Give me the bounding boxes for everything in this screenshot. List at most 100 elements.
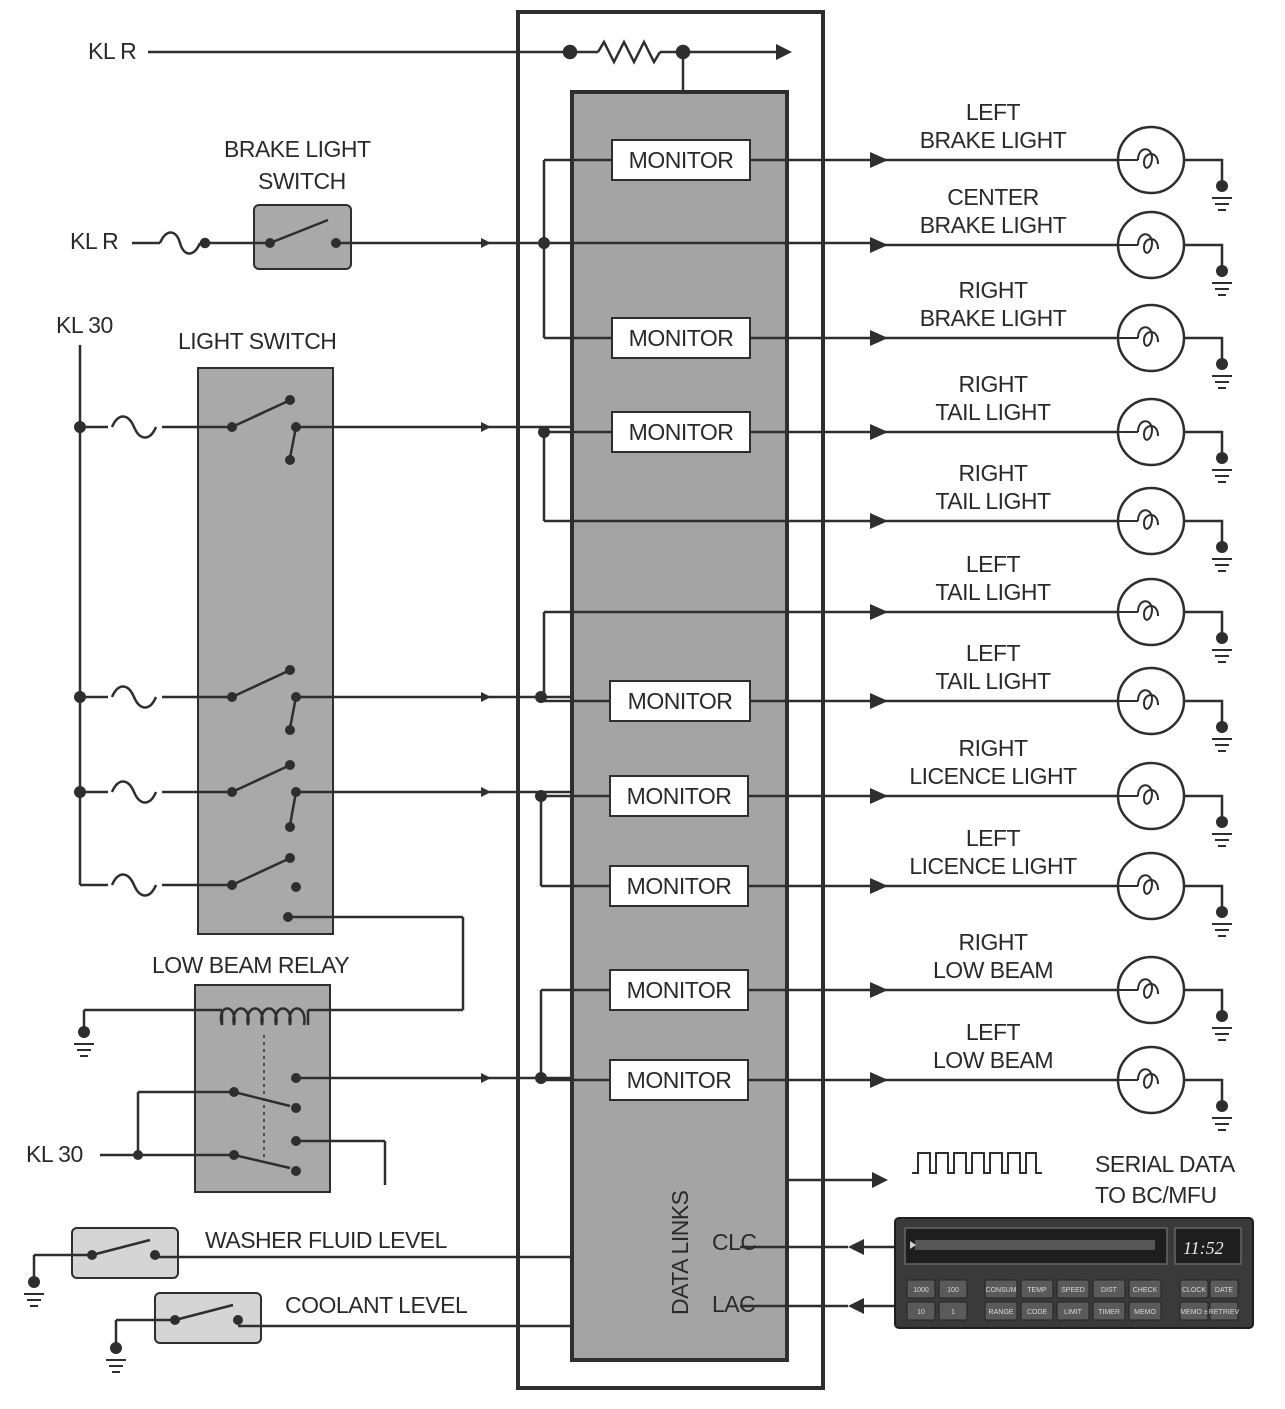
kl-r-output-arrow [776, 44, 792, 60]
output-label-line2: LOW BEAM [933, 957, 1053, 983]
display-button[interactable]: DATE [1209, 1279, 1239, 1299]
svg-text:DATE: DATE [1215, 1287, 1233, 1294]
output-label-line1: LEFT [966, 825, 1021, 851]
display-button[interactable]: RETRIEV [1209, 1301, 1240, 1321]
low-beam-relay-contacts [78, 1026, 301, 1176]
monitor-box: MONITOR [609, 969, 749, 1011]
display-button[interactable]: CLOCK [1179, 1279, 1209, 1299]
kl-r-resistor-line [148, 39, 780, 92]
monitor-box: MONITOR [609, 865, 749, 907]
light-switch-housing [197, 367, 334, 935]
washer-ground-icon [24, 1293, 44, 1307]
signal-arrow [870, 237, 888, 253]
coolant-level-switch [154, 1292, 262, 1344]
display-clock: 11:52 [1183, 1238, 1224, 1258]
ground-icon [1212, 738, 1232, 752]
washer-fluid-wiring [32, 1253, 572, 1280]
svg-text:LIMIT: LIMIT [1064, 1309, 1083, 1316]
display-button[interactable]: 10 [906, 1301, 936, 1321]
lamp-bulb-icon [1116, 851, 1186, 921]
svg-text:100: 100 [947, 1287, 959, 1294]
display-button[interactable]: CHECK [1128, 1279, 1162, 1299]
clc-label: CLC [712, 1229, 757, 1255]
display-button[interactable]: TIMER [1092, 1301, 1126, 1321]
signal-arrow [870, 604, 888, 620]
svg-text:TIMER: TIMER [1098, 1309, 1120, 1316]
display-button[interactable]: MEMO ± [1179, 1301, 1209, 1321]
low-beam-relay-label: LOW BEAM RELAY [152, 952, 349, 978]
signal-arrow [870, 982, 888, 998]
serial-arrow [872, 1172, 888, 1188]
kl-30-top-label: KL 30 [56, 312, 113, 338]
svg-text:MONITOR: MONITOR [627, 1067, 732, 1093]
relay-ground-icon [74, 1043, 94, 1057]
svg-text:RETRIEV: RETRIEV [1209, 1309, 1240, 1316]
monitor-box: MONITOR [611, 317, 751, 359]
ground-icon [1212, 282, 1232, 296]
display-button[interactable]: SPEED [1056, 1279, 1090, 1299]
display-button[interactable]: MEMO [1128, 1301, 1162, 1321]
control-module [516, 10, 825, 1390]
display-button[interactable]: CODE [1020, 1301, 1054, 1321]
lamp-bulb-icon [1116, 486, 1186, 556]
kl-r-top-label: KL R [88, 38, 136, 64]
output-label-line2: LICENCE LIGHT [909, 763, 1077, 789]
display-button[interactable]: 100 [938, 1279, 968, 1299]
kl-30-bottom-label: KL 30 [26, 1141, 83, 1167]
signal-arrow [870, 788, 888, 804]
signal-arrow [870, 424, 888, 440]
lamp-bulb-icon [1116, 125, 1186, 195]
svg-text:MEMO ±: MEMO ± [1180, 1309, 1208, 1316]
signal-arrow [870, 878, 888, 894]
light-switch-contacts [74, 395, 301, 922]
low-beam-relay-wiring [82, 1007, 572, 1185]
washer-ground-node [28, 1276, 40, 1288]
display-button[interactable]: DIST [1092, 1279, 1126, 1299]
output-label-line2: BRAKE LIGHT [920, 305, 1067, 331]
lamp-bulb-icon [1116, 666, 1186, 736]
svg-text:1: 1 [951, 1309, 955, 1316]
display-button[interactable]: LIMIT [1056, 1301, 1090, 1321]
serial-data-label-2: TO BC/MFU [1095, 1182, 1217, 1208]
output-label-line1: LEFT [966, 640, 1021, 666]
svg-text:MONITOR: MONITOR [629, 147, 734, 173]
output-label-line1: LEFT [966, 551, 1021, 577]
svg-text:MONITOR: MONITOR [627, 783, 732, 809]
washer-fluid-level-label: WASHER FLUID LEVEL [205, 1227, 448, 1253]
svg-text:CLOCK: CLOCK [1182, 1287, 1206, 1294]
output-label-line1: LEFT [966, 99, 1021, 125]
display-button[interactable]: RANGE [984, 1301, 1018, 1321]
ground-icon [1212, 469, 1232, 483]
display-button[interactable]: TEMP [1020, 1279, 1054, 1299]
washer-fluid-level-switch [71, 1227, 179, 1279]
ground-icon [1212, 1027, 1232, 1041]
output-label-line2: TAIL LIGHT [935, 668, 1051, 694]
display-button[interactable]: 1 [938, 1301, 968, 1321]
lamp-bulb-icon [1116, 397, 1186, 467]
light-switch-label: LIGHT SWITCH [178, 328, 336, 354]
svg-text:DIST: DIST [1101, 1287, 1118, 1294]
serial-data-label-1: SERIAL DATA [1095, 1151, 1236, 1177]
ground-icon [1212, 197, 1232, 211]
lamp-bulb-icon [1116, 303, 1186, 373]
output-label-line2: BRAKE LIGHT [920, 127, 1067, 153]
monitor-box: MONITOR [609, 1059, 749, 1101]
svg-text:TEMP: TEMP [1027, 1287, 1047, 1294]
display-button[interactable]: 1000 [906, 1279, 936, 1299]
serial-pulse-icon [912, 1152, 1042, 1174]
monitor-box: MONITOR [611, 139, 751, 181]
output-label-line2: TAIL LIGHT [935, 488, 1051, 514]
ground-icon [1212, 923, 1232, 937]
output-label-line2: LICENCE LIGHT [909, 853, 1077, 879]
output-label-line1: CENTER [947, 184, 1039, 210]
display-button[interactable]: CONSUM [984, 1279, 1018, 1299]
output-label-line2: TAIL LIGHT [935, 579, 1051, 605]
lamp-bulb-icon [1116, 577, 1186, 647]
